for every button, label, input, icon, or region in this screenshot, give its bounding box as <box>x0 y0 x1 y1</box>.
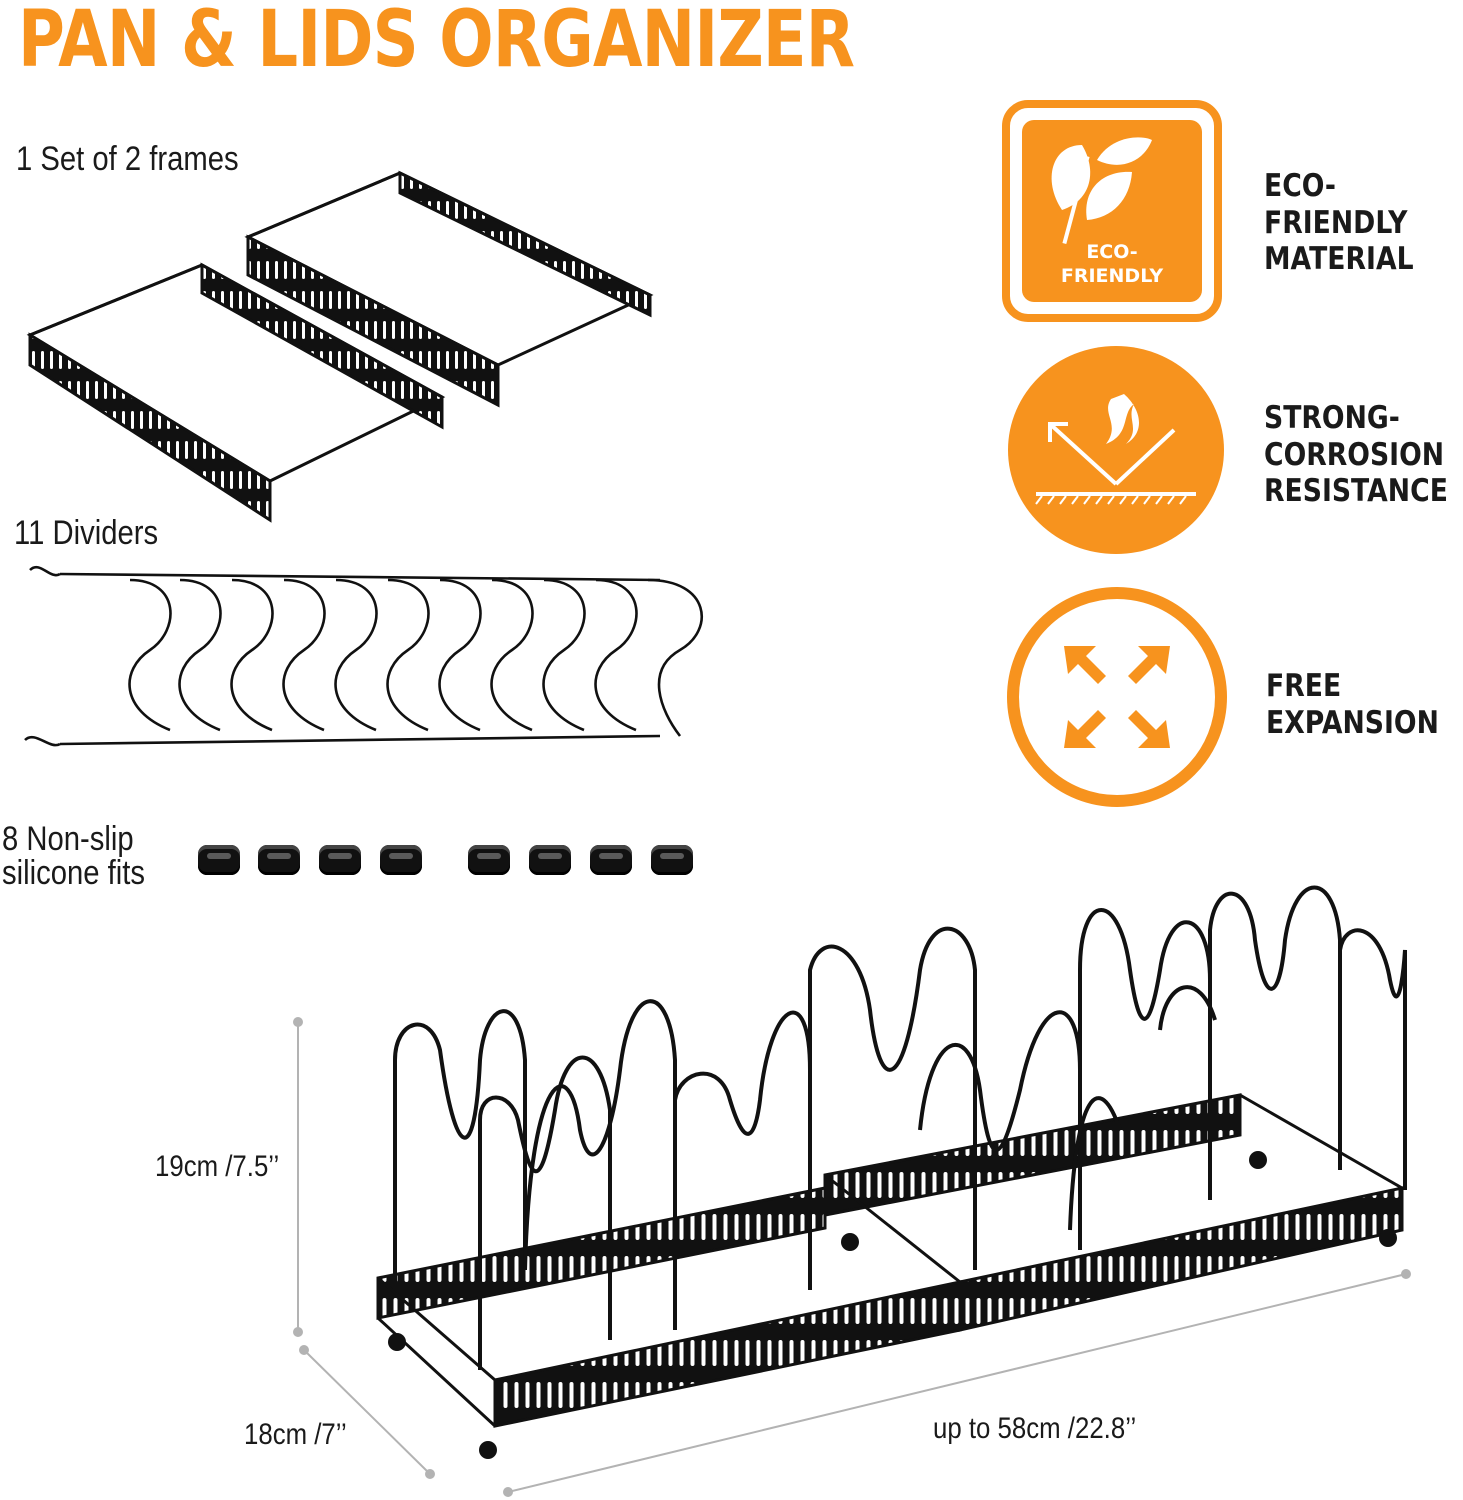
silicone-fit <box>198 845 240 875</box>
back-rail <box>823 1093 1242 1217</box>
feature-expansion-line2: EXPANSION <box>1266 704 1439 741</box>
eco-badge-line1: ECO- <box>1086 241 1137 263</box>
expand-arrows-icon <box>1007 587 1227 807</box>
feature-expansion-text: FREE EXPANSION <box>1266 668 1439 741</box>
silicone-fit <box>319 845 361 875</box>
dividers-label: 11 Dividers <box>14 514 159 552</box>
feature-corrosion-line2: CORROSION <box>1264 436 1445 473</box>
frames-label: 1 Set of 2 frames <box>16 140 239 178</box>
feature-corrosion-line3: RESISTANCE <box>1264 473 1448 510</box>
silicone-fit <box>529 845 571 875</box>
feature-corrosion-line1: STRONG- <box>1264 400 1400 436</box>
eco-badge-line2: FRIENDLY <box>1061 265 1163 287</box>
fits-label-line1: 8 Non-slip <box>2 820 134 858</box>
fits-label-line2: silicone fits <box>2 854 146 892</box>
feature-expansion-line1: FREE <box>1266 668 1342 704</box>
frame-front <box>26 262 446 523</box>
length-dimension: up to 58cm /22.8’’ <box>933 1412 1137 1445</box>
silicone-fit <box>380 845 422 875</box>
front-rail <box>493 1280 962 1428</box>
dividers-illustration <box>24 565 703 747</box>
silicone-fit <box>590 845 632 875</box>
feature-eco-line1: ECO-FRIENDLY <box>1264 168 1408 241</box>
feature-eco-line2: MATERIAL <box>1264 241 1414 278</box>
silicone-fit <box>468 845 510 875</box>
silicone-fit <box>258 845 300 875</box>
silicone-fit <box>651 845 693 875</box>
page-title: PAN & LIDS ORGANIZER <box>18 0 855 85</box>
dimension-lines <box>293 1017 1411 1497</box>
feature-eco-text: ECO-FRIENDLY MATERIAL <box>1264 168 1435 278</box>
front-left-top-rail <box>376 1186 827 1320</box>
height-dimension: 19cm /7.5’’ <box>155 1150 280 1183</box>
assembled-rack-illustration <box>293 885 1411 1497</box>
leaf-icon: ECO- FRIENDLY <box>1002 100 1222 322</box>
corrosion-resistance-icon <box>1008 346 1224 554</box>
front-right-rail <box>958 1186 1404 1332</box>
frame-back <box>244 170 654 408</box>
feature-corrosion-text: STRONG- CORROSION RESISTANCE <box>1264 400 1448 510</box>
frames-illustration <box>26 170 654 523</box>
depth-dimension: 18cm /7’’ <box>244 1418 347 1451</box>
